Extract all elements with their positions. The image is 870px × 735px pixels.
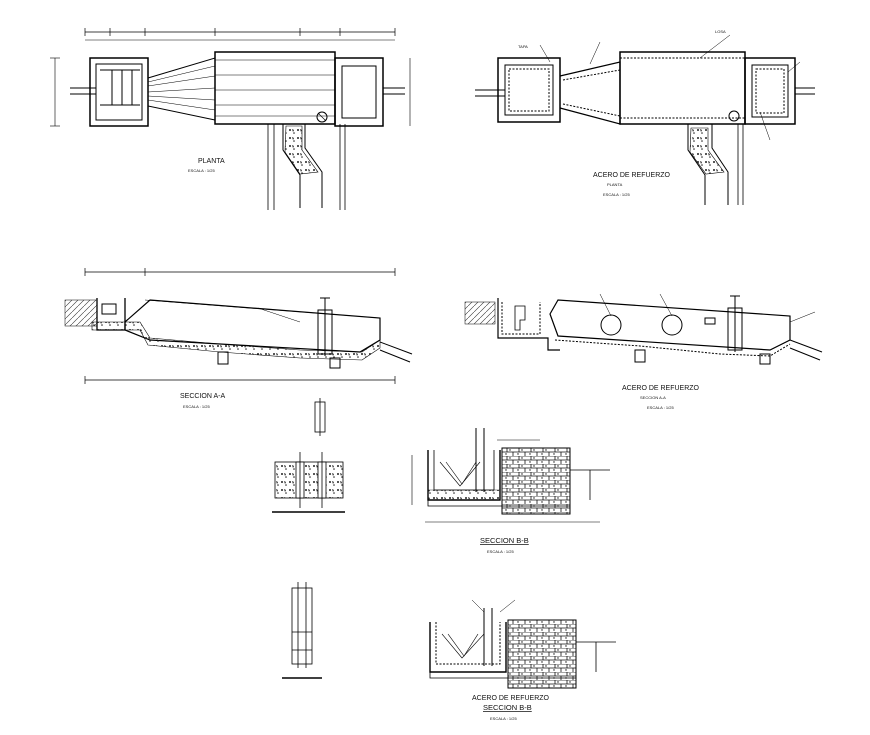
seccion-aa-drawing <box>64 268 413 384</box>
callout-tapa-1: TAPA <box>518 44 528 49</box>
planta-scale: ESCALA : 1/25 <box>188 168 215 173</box>
seccion-bb-scale: ESCALA : 1/25 <box>487 549 514 554</box>
seccion-bb-drawing <box>411 428 610 523</box>
planta-drawing <box>50 28 411 210</box>
acero-seccion-bb-title: ACERO DE REFUERZO <box>472 695 550 702</box>
callout-losa-1: LOSA <box>715 29 726 34</box>
acero-seccion-aa-subtitle: SECCION A-A <box>640 395 666 400</box>
acero-seccion-bb-scale: ESCALA : 1/25 <box>490 716 517 721</box>
acero-planta-title: ACERO DE REFUERZO <box>593 172 671 179</box>
detail-joint <box>272 452 345 513</box>
planta-title: PLANTA <box>198 158 225 165</box>
seccion-aa-scale: ESCALA : 1/25 <box>183 404 210 409</box>
detail-vertical-rebar <box>282 582 322 679</box>
acero-planta-scale: ESCALA : 1/25 <box>603 192 630 197</box>
acero-seccion-bb-subtitle: SECCION B-B <box>483 703 532 712</box>
seccion-bb-title: SECCION B-B <box>480 536 529 545</box>
seccion-aa-title: SECCION A-A <box>180 393 225 400</box>
acero-seccion-aa-drawing <box>464 293 823 365</box>
acero-seccion-bb-drawing <box>429 599 616 689</box>
acero-seccion-aa-title: ACERO DE REFUERZO <box>622 385 700 392</box>
detail-gate-post <box>314 398 326 436</box>
acero-seccion-aa-scale: ESCALA : 1/25 <box>647 405 674 410</box>
acero-planta-drawing <box>475 34 815 205</box>
acero-planta-subtitle: PLANTA <box>607 182 623 187</box>
